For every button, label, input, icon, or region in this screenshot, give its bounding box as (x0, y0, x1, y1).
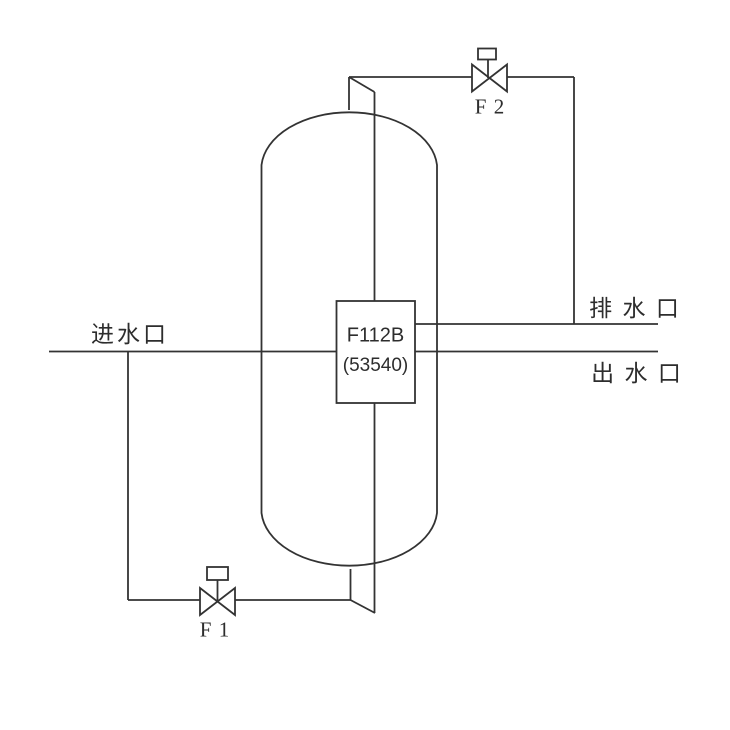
valve-f2-label: F 2 (474, 94, 506, 119)
valve-f1-label: F 1 (199, 617, 231, 642)
valve-f1-symbol (199, 566, 236, 617)
valve-f2-symbol (471, 47, 508, 94)
dip-tube-top-diagonal (348, 76, 375, 93)
drain-port-label: 排 水 口 (589, 295, 681, 321)
valve-f2-left-triangle (471, 62, 491, 94)
tank-id-label: F112B (346, 324, 405, 347)
valve-f1-left-triangle (199, 586, 219, 617)
tank-id-box (335, 300, 416, 404)
valve-f2-actuator (477, 47, 497, 61)
valve-f2-right-triangle (488, 62, 508, 94)
valve-f1-actuator (206, 566, 229, 581)
valve-f1-right-triangle (216, 586, 236, 617)
dip-tube-bottom-diagonal (350, 599, 376, 614)
tank-code-label: (53540) (342, 355, 409, 376)
outlet-port-label: 出 水 口 (591, 360, 683, 386)
tank-vessel-outline (260, 111, 438, 567)
inlet-port-label: 进水口 (91, 321, 169, 347)
